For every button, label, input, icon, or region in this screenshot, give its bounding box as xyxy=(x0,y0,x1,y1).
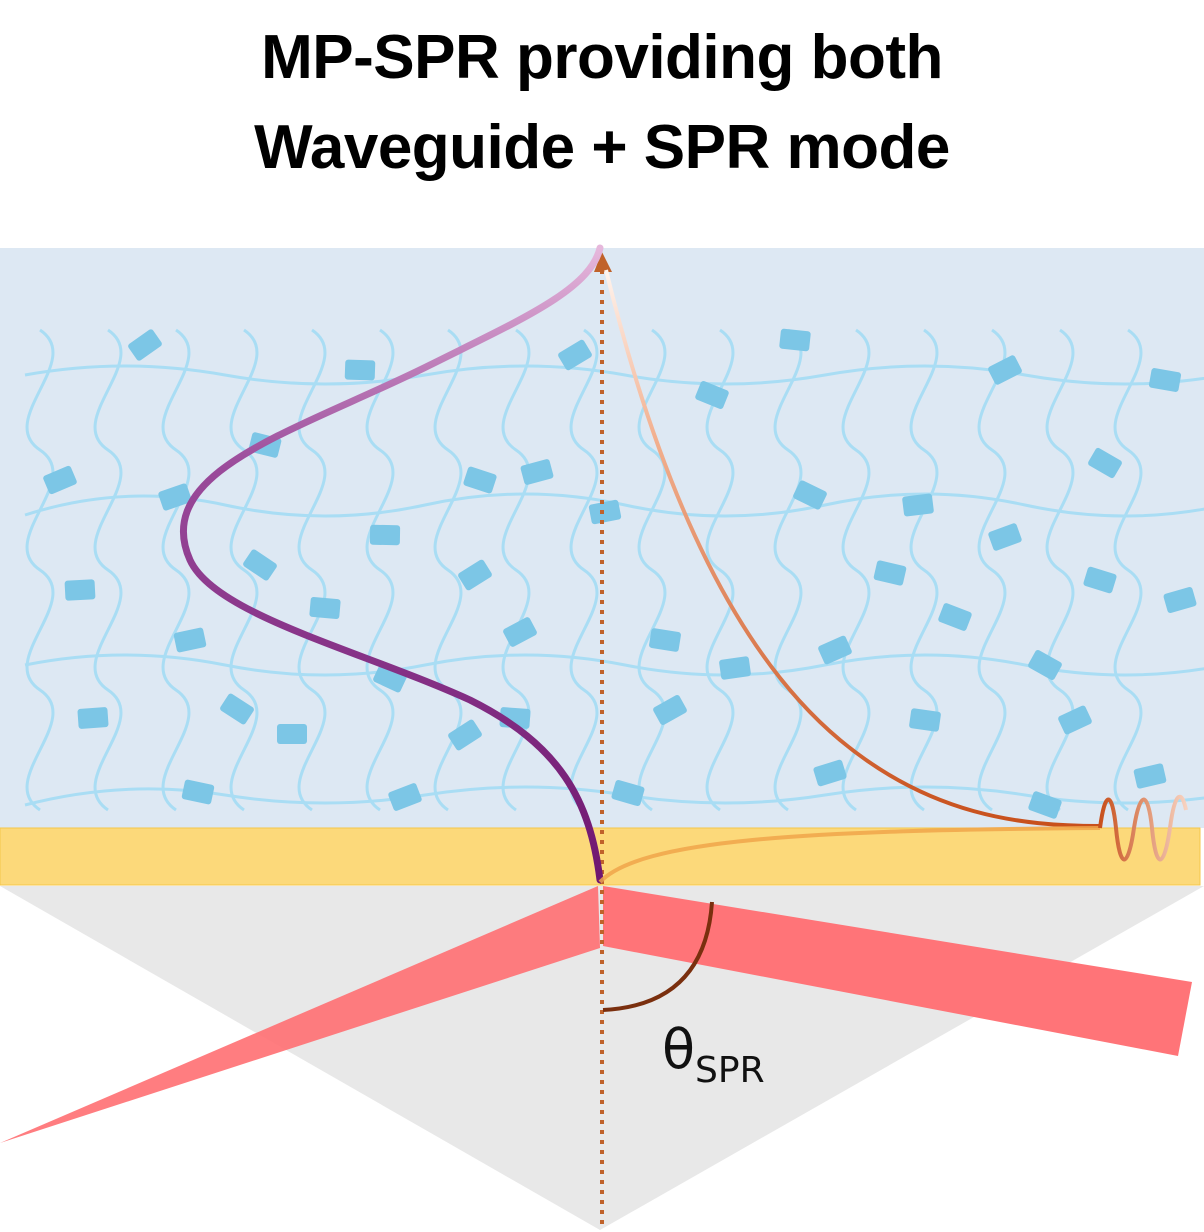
crosslink-node xyxy=(243,549,277,581)
crosslink-node xyxy=(463,466,497,494)
crosslink-node xyxy=(938,603,972,631)
crosslink-node xyxy=(220,693,254,725)
reflected-laser-beam xyxy=(603,886,1192,1056)
crosslink-node xyxy=(1028,791,1062,819)
theta-symbol: θ xyxy=(662,1018,696,1081)
polymer-chain xyxy=(1113,328,1143,812)
diagram-title-line-2: Waveguide + SPR mode xyxy=(254,113,950,182)
crosslink-node xyxy=(653,695,687,725)
polymer-chain xyxy=(297,328,327,812)
spr-surface-field-curve xyxy=(598,826,1101,884)
crosslink-node xyxy=(309,596,341,620)
crosslink-node xyxy=(1083,566,1117,594)
angle-arc xyxy=(602,901,714,1012)
crosslink-node xyxy=(64,579,96,601)
waveguide-mode-curve xyxy=(179,244,604,884)
polymer-network xyxy=(24,328,1204,819)
prism xyxy=(0,886,1204,1230)
polymer-chain xyxy=(977,328,1007,812)
crosslink-node xyxy=(611,779,645,807)
polymer-chain xyxy=(569,328,599,812)
crosslink-node xyxy=(988,523,1022,551)
crosslink-node xyxy=(813,759,847,787)
polymer-chain xyxy=(24,364,1204,386)
polymer-chain xyxy=(365,328,395,812)
crosslink-node xyxy=(388,783,422,811)
crosslink-node xyxy=(909,708,941,732)
theta-subscript: SPR xyxy=(695,1050,765,1091)
crosslink-node xyxy=(373,663,407,693)
crosslink-node xyxy=(1088,447,1122,479)
crosslink-node xyxy=(277,724,307,744)
incident-laser-beam xyxy=(0,886,600,1143)
polymer-chain xyxy=(433,328,463,812)
crosslink-node xyxy=(458,559,492,591)
polymer-chain xyxy=(773,328,803,812)
polymer-chain xyxy=(841,328,871,812)
polymer-chain xyxy=(161,328,191,812)
crosslink-node xyxy=(719,656,751,680)
polymer-chain xyxy=(93,328,123,812)
crosslink-node xyxy=(128,329,162,361)
crosslink-node xyxy=(173,627,207,653)
crosslink-node xyxy=(181,779,215,805)
crosslink-node xyxy=(988,355,1022,385)
crosslink-node xyxy=(1148,368,1182,392)
crosslink-node xyxy=(588,499,622,525)
crosslink-node xyxy=(369,524,401,546)
crosslink-node xyxy=(818,635,852,665)
crosslink-node xyxy=(779,328,811,352)
crosslink-node xyxy=(793,480,827,510)
crosslink-node xyxy=(1028,650,1062,680)
normal-arrowhead-icon xyxy=(594,252,612,272)
crosslink-node xyxy=(1058,705,1092,735)
polymer-chain xyxy=(25,328,55,812)
crosslink-node xyxy=(503,617,537,647)
crosslink-node xyxy=(649,628,681,652)
crosslink-node xyxy=(77,707,109,729)
crosslink-node xyxy=(448,719,482,751)
crosslink-node xyxy=(344,359,376,381)
polymer-chain xyxy=(229,328,259,812)
polymer-chain xyxy=(24,492,1204,518)
crosslink-node xyxy=(873,560,907,586)
polymer-chain xyxy=(24,653,1204,677)
crosslink-node xyxy=(158,483,192,511)
theta-spr-label: θSPR xyxy=(662,1018,765,1091)
polymer-chain xyxy=(705,328,735,812)
crosslink-node xyxy=(558,339,592,371)
crosslink-node xyxy=(902,493,934,517)
polymer-chain xyxy=(637,328,667,812)
spr-evanescent-decay-curve xyxy=(604,269,1101,828)
crosslink-node xyxy=(43,465,77,495)
plasmon-oscillation-wave xyxy=(1098,794,1188,862)
diagram-title-line-1: MP-SPR providing both xyxy=(261,23,943,92)
crosslink-node xyxy=(1163,586,1197,614)
crosslink-node xyxy=(1133,763,1167,789)
crosslink-node xyxy=(520,459,554,485)
crosslink-node xyxy=(695,381,729,409)
